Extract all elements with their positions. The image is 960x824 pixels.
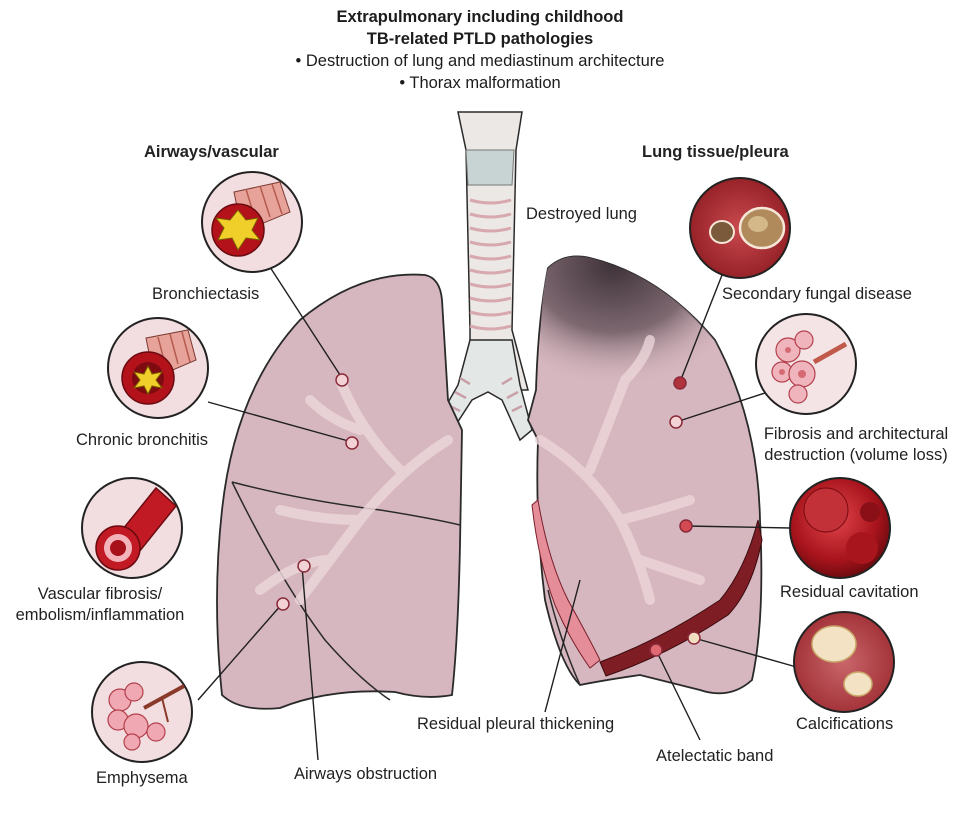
label-vascular-line1: Vascular fibrosis/ — [37, 585, 163, 603]
label-secondary-fungal: Secondary fungal disease — [722, 285, 912, 303]
marker-emphysema — [276, 597, 290, 611]
header-bullet-1: • Destruction of lung and mediastinum ar… — [295, 52, 665, 70]
marker-bronchiectasis — [335, 373, 349, 387]
marker-cavitation — [679, 519, 693, 533]
marker-chronic-bronchitis — [345, 436, 359, 450]
right-lung — [527, 255, 763, 695]
label-vascular-line2: embolism/inflammation — [15, 606, 185, 624]
inset-emphysema — [91, 661, 193, 763]
label-residual-pleural-thickening: Residual pleural thickening — [417, 715, 615, 733]
label-fibrosis: Fibrosis and architectural destruction (… — [752, 424, 960, 466]
header: Extrapulmonary including childhood TB-re… — [0, 6, 960, 94]
marker-fibrosis — [669, 415, 683, 429]
label-residual-cavitation: Residual cavitation — [780, 583, 919, 601]
label-bronchiectasis: Bronchiectasis — [152, 285, 260, 303]
trachea — [437, 111, 533, 442]
label-airways-obstruction: Airways obstruction — [294, 765, 438, 783]
marker-dots — [276, 373, 701, 657]
inset-cavitation — [789, 477, 891, 579]
label-fibrosis-line2: destruction (volume loss) — [764, 446, 948, 464]
label-emphysema: Emphysema — [96, 769, 188, 787]
callout-lines — [197, 263, 801, 761]
inset-vascular — [81, 477, 183, 579]
header-title-line1: Extrapulmonary including childhood — [336, 8, 624, 26]
marker-calcification — [687, 631, 701, 645]
label-fibrosis-line1: Fibrosis and architectural — [763, 425, 949, 443]
label-atelectatic-band: Atelectatic band — [656, 747, 774, 765]
label-destroyed-lung: Destroyed lung — [526, 205, 637, 223]
left-lung — [216, 273, 463, 710]
marker-vascular — [297, 559, 311, 573]
right-column-heading: Lung tissue/pleura — [642, 143, 789, 161]
marker-atelectatic — [649, 643, 663, 657]
marker-fungal — [673, 376, 687, 390]
inset-chronic-bronchitis — [107, 317, 209, 419]
label-calcifications: Calcifications — [796, 715, 894, 733]
inset-bronchiectasis — [201, 171, 303, 273]
left-column-heading: Airways/vascular — [144, 143, 279, 161]
inset-fibrosis — [755, 313, 857, 415]
header-bullet-2: • Thorax malformation — [399, 74, 561, 92]
inset-fungal — [689, 177, 791, 279]
label-vascular: Vascular fibrosis/ embolism/inflammation — [0, 584, 200, 626]
label-chronic-bronchitis: Chronic bronchitis — [76, 431, 209, 449]
header-title-line2: TB-related PTLD pathologies — [366, 30, 594, 48]
inset-calcifications — [793, 611, 895, 713]
